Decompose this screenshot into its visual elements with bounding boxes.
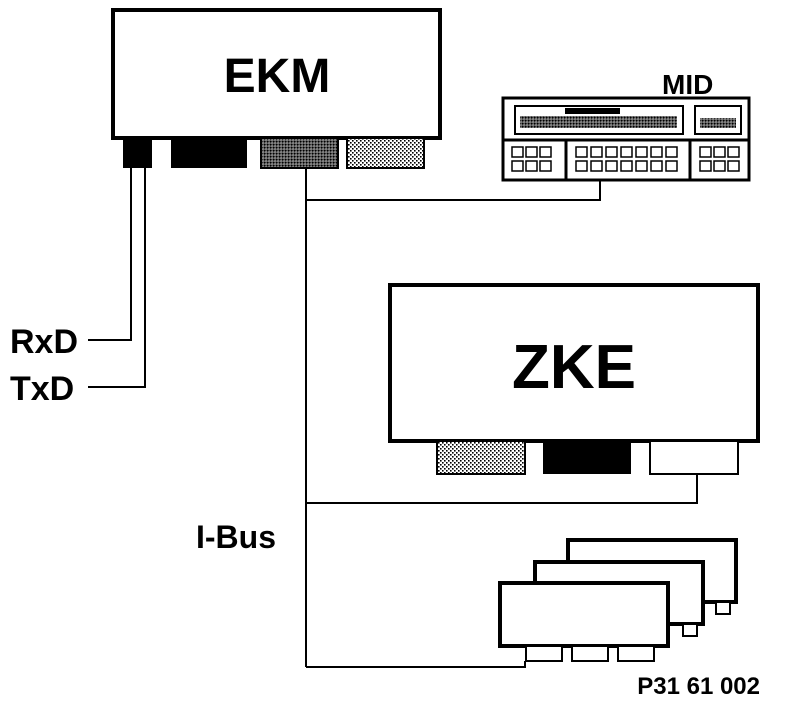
ekm-connector-black bbox=[171, 138, 247, 168]
zke-connector-dotted bbox=[436, 440, 526, 475]
ekm-diagnostic-connector bbox=[123, 138, 152, 168]
zke-connector-white bbox=[649, 440, 739, 475]
zke-connector-black bbox=[543, 441, 631, 474]
front-module-connector bbox=[525, 645, 563, 662]
ekm-module: EKM bbox=[111, 8, 442, 169]
zke-module: ZKE bbox=[388, 283, 760, 475]
ekm-connector-gray bbox=[260, 137, 339, 169]
front-module-connector bbox=[571, 645, 609, 662]
mid-module: MID bbox=[501, 69, 751, 182]
mid-label: MID bbox=[662, 69, 713, 100]
figure-reference: P31 61 002 bbox=[637, 673, 760, 700]
txd-label: TxD bbox=[10, 370, 74, 408]
zke-label: ZKE bbox=[512, 333, 636, 402]
ibus-line bbox=[305, 168, 698, 668]
stacked-module-front bbox=[498, 581, 670, 662]
ekm-connector-dotted bbox=[346, 137, 425, 169]
ekm-label: EKM bbox=[224, 50, 331, 103]
serial-leads bbox=[88, 168, 146, 388]
rxd-label: RxD bbox=[10, 323, 78, 361]
ibus-label: I-Bus bbox=[196, 519, 276, 555]
mid-button-grid bbox=[511, 146, 740, 172]
additional-modules-stack bbox=[498, 538, 738, 662]
front-module-connector bbox=[617, 645, 655, 662]
